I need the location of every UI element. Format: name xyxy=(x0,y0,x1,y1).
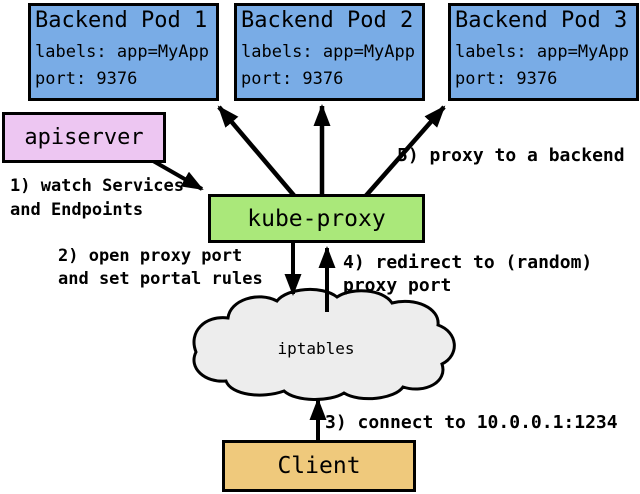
step4-annotation: 4) redirect to (random) proxy port xyxy=(343,251,592,297)
step1-line2: and Endpoints xyxy=(10,200,144,220)
pod-port: port: 9376 xyxy=(241,69,344,89)
pod-labels: labels: app=MyApp xyxy=(241,42,415,62)
client-node: Client xyxy=(222,440,416,492)
step5-line1: 5) proxy to a backend xyxy=(397,145,625,166)
step5-annotation: 5) proxy to a backend xyxy=(397,145,625,167)
step3-line1: 3) connect to 10.0.0.1:1234 xyxy=(325,412,618,433)
step4-line1: 4) redirect to (random) xyxy=(343,252,593,273)
pod-title: Backend Pod 3 xyxy=(455,8,628,33)
arrow-kube-proxy-to-pod-1 xyxy=(217,105,299,201)
backend-pod-1: Backend Pod 1 labels: app=MyApp port: 93… xyxy=(28,3,219,101)
iptables-label: iptables xyxy=(277,339,355,358)
step4-line2: proxy port xyxy=(343,275,452,296)
client-label: Client xyxy=(277,453,361,479)
iptables-cloud xyxy=(192,287,456,401)
pod-port: port: 9376 xyxy=(35,69,138,89)
apiserver-node: apiserver xyxy=(2,112,166,163)
step3-annotation: 3) connect to 10.0.0.1:1234 xyxy=(325,412,618,434)
apiserver-label: apiserver xyxy=(24,125,144,150)
pod-port: port: 9376 xyxy=(455,69,558,89)
step2-annotation: 2) open proxy port and set portal rules xyxy=(58,245,263,291)
step2-line2: and set portal rules xyxy=(58,269,263,289)
step1-line1: 1) watch Services xyxy=(10,176,184,196)
kube-proxy-node: kube-proxy xyxy=(208,194,425,243)
pod-labels: labels: app=MyApp xyxy=(35,42,209,62)
step1-annotation: 1) watch Services and Endpoints xyxy=(10,174,184,222)
pod-title: Backend Pod 1 xyxy=(35,8,208,33)
backend-pod-3: Backend Pod 3 labels: app=MyApp port: 93… xyxy=(448,3,639,101)
arrow-apiserver-to-kube-proxy xyxy=(147,156,204,191)
arrow-kube-proxy-to-pod-3 xyxy=(361,105,446,201)
pod-title: Backend Pod 2 xyxy=(241,8,414,33)
pod-labels: labels: app=MyApp xyxy=(455,42,629,62)
backend-pod-2: Backend Pod 2 labels: app=MyApp port: 93… xyxy=(234,3,425,101)
kube-proxy-label: kube-proxy xyxy=(247,205,386,232)
step2-line1: 2) open proxy port xyxy=(58,246,243,266)
